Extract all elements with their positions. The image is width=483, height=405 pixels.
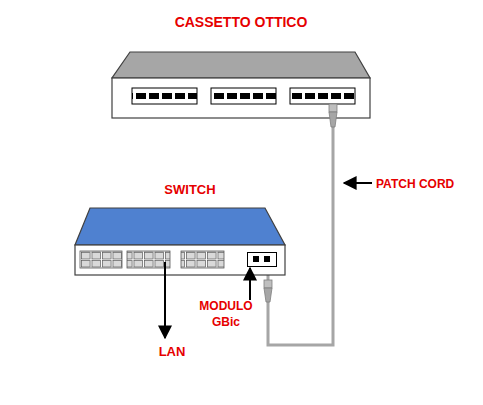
drawer-panel <box>290 88 355 104</box>
gbic-module: MODULO GBic <box>247 252 277 267</box>
node-title: SWITCH <box>140 182 240 198</box>
port-group <box>181 251 224 268</box>
optical-drawer: CASSETTO OTTICO <box>112 8 370 120</box>
module-face <box>247 252 277 267</box>
port-group <box>80 251 122 268</box>
fiber-plug <box>329 104 337 112</box>
module-leader <box>249 268 251 300</box>
switch-front <box>75 245 285 275</box>
fiber-plug <box>264 280 272 288</box>
fiber-plug <box>329 112 337 127</box>
drawer-ports <box>290 88 355 104</box>
drawer-ports <box>211 88 276 104</box>
module-port <box>253 256 259 262</box>
edge-label: PATCH CORD <box>376 176 476 192</box>
drawer-panel <box>211 88 276 104</box>
node-title: MODULO GBic <box>196 298 256 330</box>
drawer-panel <box>132 88 197 104</box>
fiber-plug <box>264 288 272 302</box>
lan-arrow <box>164 262 166 338</box>
drawer-top <box>112 52 370 78</box>
callout-label: LAN <box>152 344 192 360</box>
cord-leader <box>344 182 372 184</box>
switch-top <box>75 208 285 245</box>
node-title: CASSETTO OTTICO <box>112 14 370 30</box>
module-port <box>264 256 270 262</box>
network-switch: SWITCH MODULO GBic <box>75 180 285 275</box>
port-group <box>127 251 170 268</box>
drawer-ports <box>132 88 197 104</box>
